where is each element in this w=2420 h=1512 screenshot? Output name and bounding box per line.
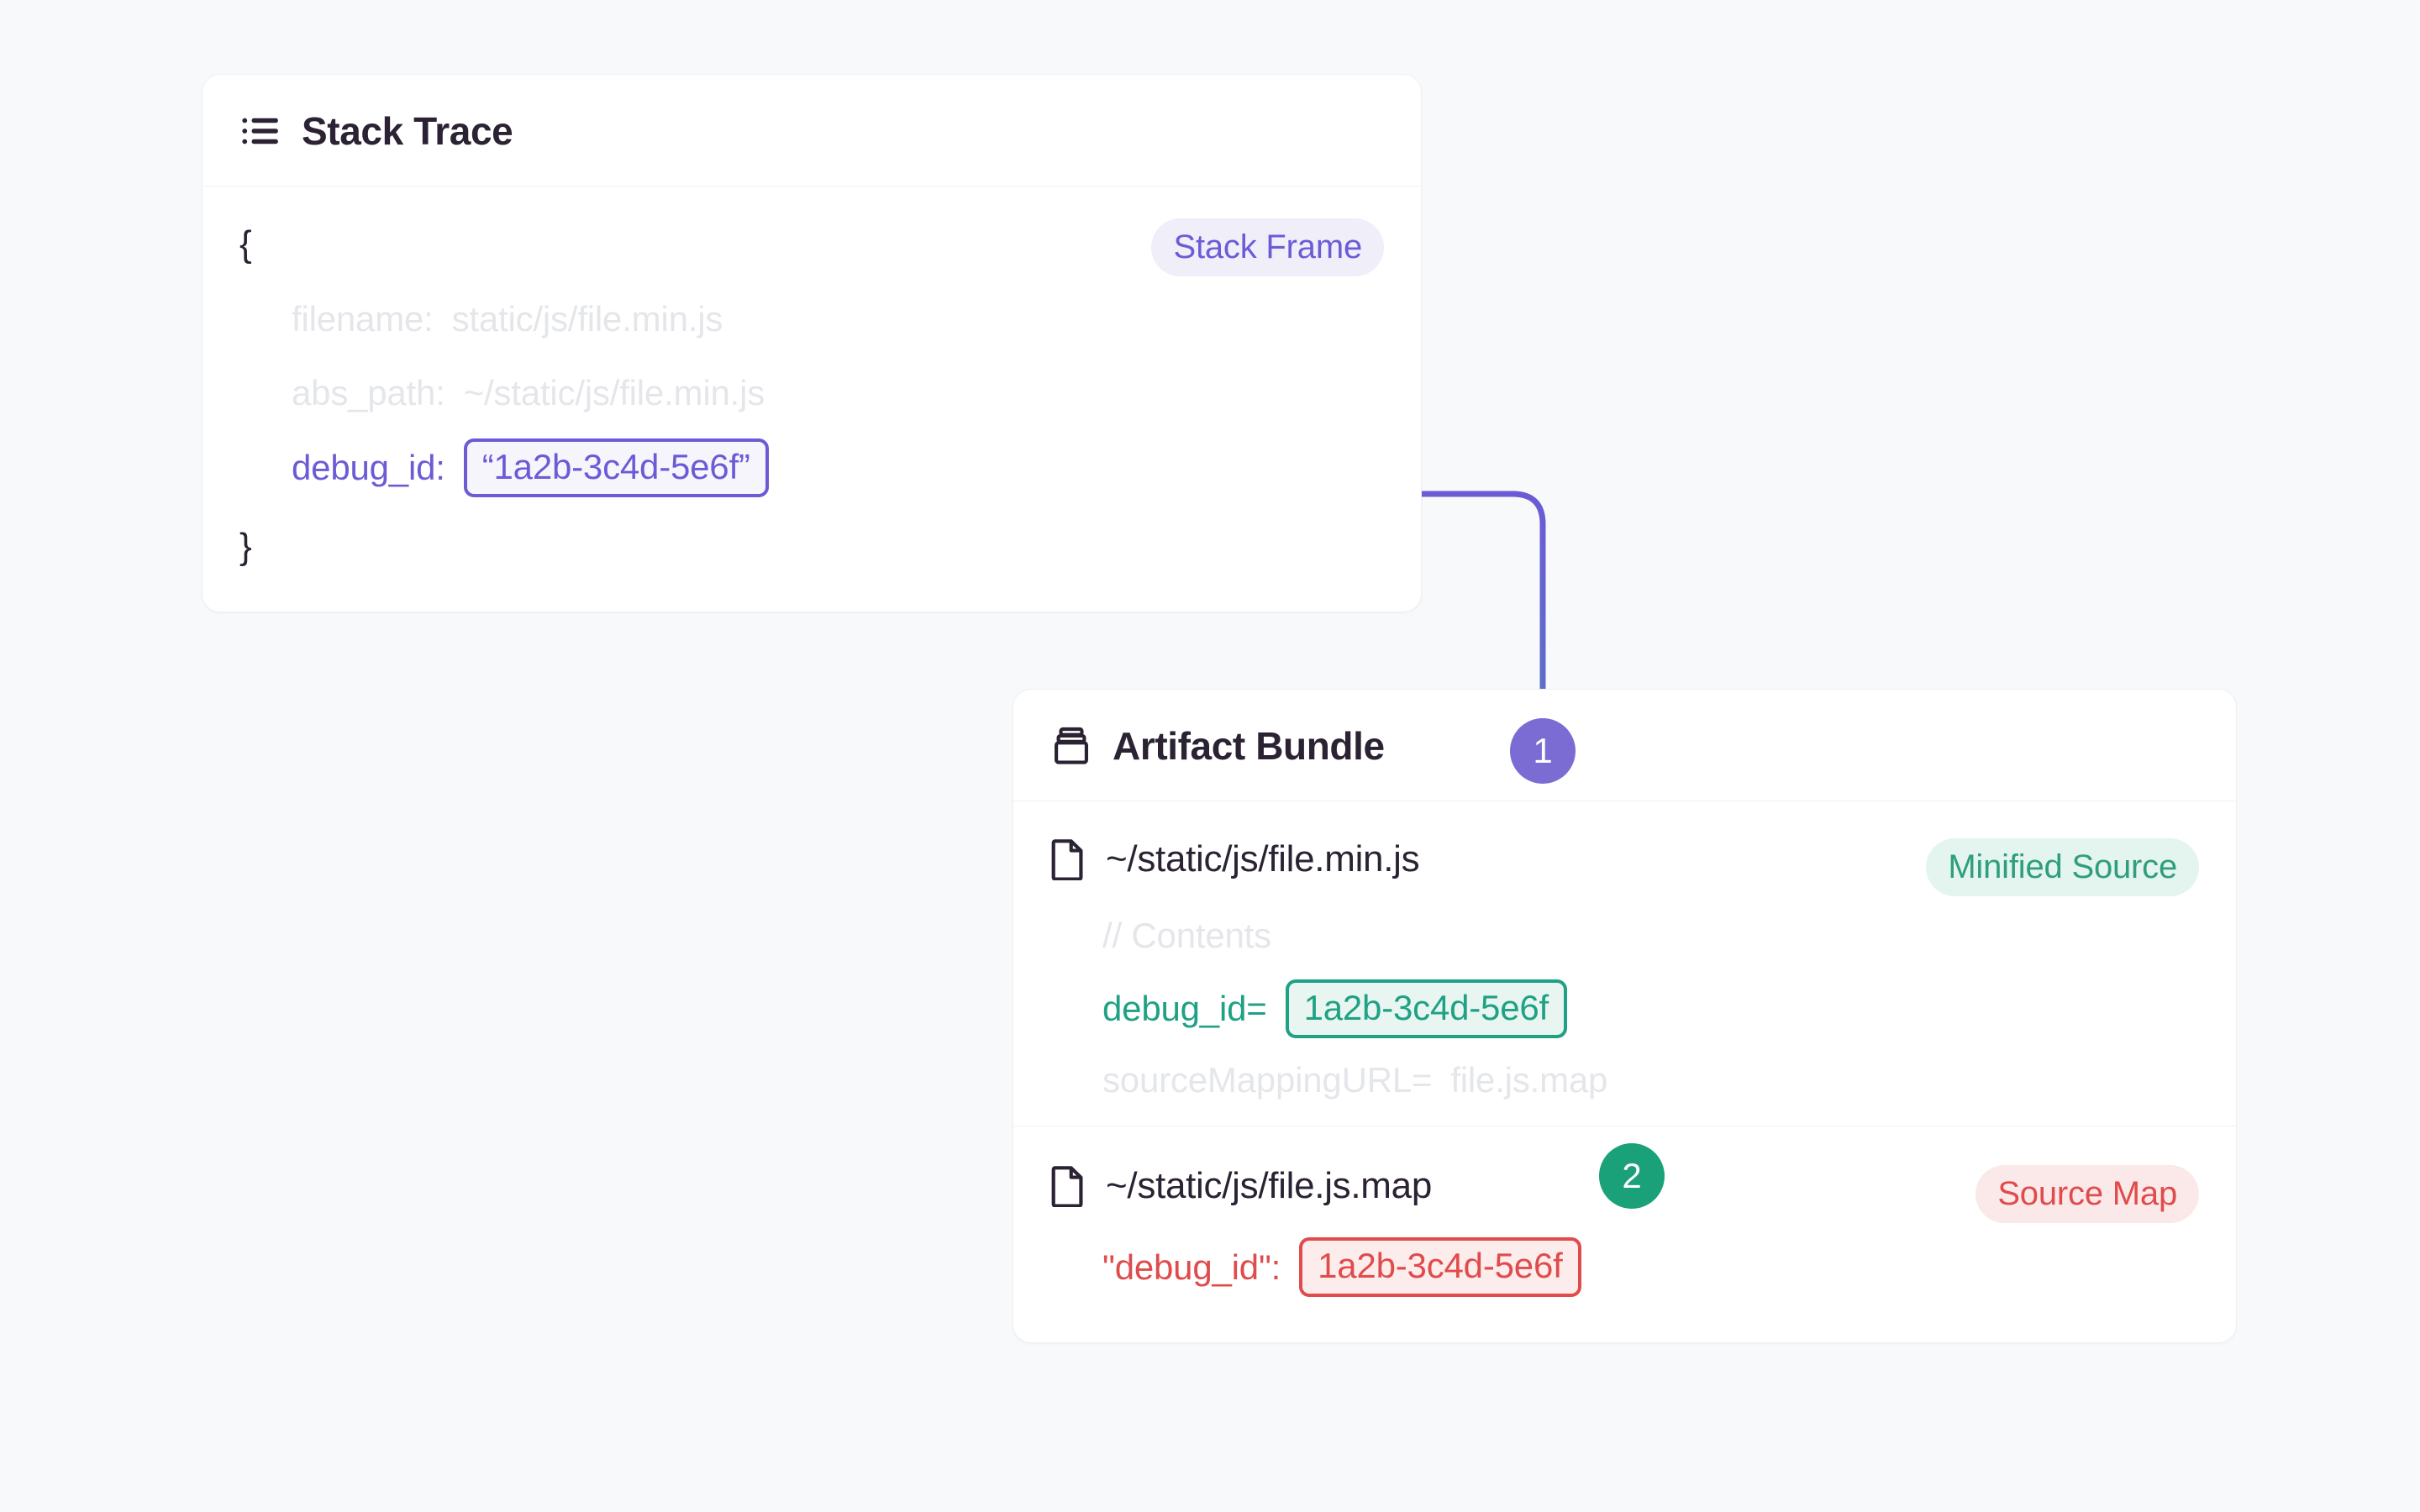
sourcemappingurl-value: file.js.map bbox=[1450, 1060, 1608, 1100]
field-filename-key: filename: bbox=[292, 299, 434, 339]
artifact-debugid-key: debug_id= bbox=[1102, 989, 1267, 1029]
artifact-entry-minified: Minified Source ~/static/js/file.min.js … bbox=[1013, 801, 2236, 1126]
contents-comment-row: // Contents bbox=[1050, 916, 2199, 956]
stack-trace-body: Stack Frame { filename: static/js/file.m… bbox=[203, 186, 1421, 612]
archive-icon bbox=[1055, 727, 1089, 764]
field-abspath-key: abs_path: bbox=[292, 373, 445, 412]
step-badge-1-label: 1 bbox=[1533, 731, 1553, 770]
open-brace: { bbox=[239, 223, 252, 265]
close-brace-row: } bbox=[239, 526, 1384, 568]
sourcemap-debugid-row: "debug_id": 1a2b-3c4d-5e6f bbox=[1050, 1237, 2199, 1297]
field-debugid-row: debug_id: “1a2b-3c4d-5e6f” bbox=[239, 438, 1384, 498]
stack-trace-card: Stack Trace Stack Frame { filename: stat… bbox=[202, 74, 1422, 613]
artifact-bundle-header: Artifact Bundle bbox=[1013, 690, 2236, 801]
field-abspath-row: abs_path: ~/static/js/file.min.js bbox=[239, 373, 1384, 413]
stacktrace-debugid-value[interactable]: “1a2b-3c4d-5e6f” bbox=[463, 438, 769, 498]
file-icon bbox=[1051, 839, 1083, 880]
file-icon bbox=[1051, 1166, 1083, 1208]
artifact-bundle-title: Artifact Bundle bbox=[1113, 724, 1385, 768]
sourcemap-debugid-key: "debug_id": bbox=[1102, 1247, 1281, 1287]
field-filename-value: static/js/file.min.js bbox=[451, 299, 723, 339]
field-abspath-value: ~/static/js/file.min.js bbox=[463, 373, 765, 412]
artifact-entry-sourcemap: Source Map ~/static/js/file.js.map "debu… bbox=[1013, 1126, 2236, 1341]
artifact-bundle-card: Artifact Bundle Minified Source ~/static… bbox=[1013, 689, 2237, 1343]
source-map-badge: Source Map bbox=[1975, 1165, 2199, 1224]
stack-frame-badge: Stack Frame bbox=[1151, 218, 1384, 276]
close-brace: } bbox=[239, 526, 252, 568]
step-badge-2: 2 bbox=[1599, 1143, 1665, 1209]
contents-comment: // Contents bbox=[1102, 916, 1271, 955]
file-row-sourcemap[interactable]: ~/static/js/file.js.map bbox=[1050, 1165, 2199, 1208]
open-brace-row: { bbox=[239, 223, 1384, 265]
field-filename-row: filename: static/js/file.min.js bbox=[239, 299, 1384, 339]
sourcemappingurl-key: sourceMappingURL= bbox=[1102, 1060, 1433, 1100]
file-name-sourcemap: ~/static/js/file.js.map bbox=[1106, 1165, 1433, 1207]
stack-trace-header: Stack Trace bbox=[203, 75, 1421, 186]
list-icon bbox=[242, 118, 278, 144]
field-debugid-key: debug_id: bbox=[292, 448, 445, 488]
artifact-debugid-value[interactable]: 1a2b-3c4d-5e6f bbox=[1285, 979, 1568, 1039]
minified-source-badge: Minified Source bbox=[1926, 838, 2199, 896]
stack-trace-title: Stack Trace bbox=[302, 109, 513, 153]
sourcemappingurl-row: sourceMappingURL= file.js.map bbox=[1050, 1060, 2199, 1100]
sourcemap-debugid-value[interactable]: 1a2b-3c4d-5e6f bbox=[1299, 1237, 1581, 1297]
file-name-minified: ~/static/js/file.min.js bbox=[1106, 838, 1420, 879]
step-badge-1: 1 bbox=[1510, 718, 1576, 784]
artifact-debugid-row: debug_id= 1a2b-3c4d-5e6f bbox=[1050, 979, 2199, 1039]
step-badge-2-label: 2 bbox=[1622, 1156, 1642, 1195]
